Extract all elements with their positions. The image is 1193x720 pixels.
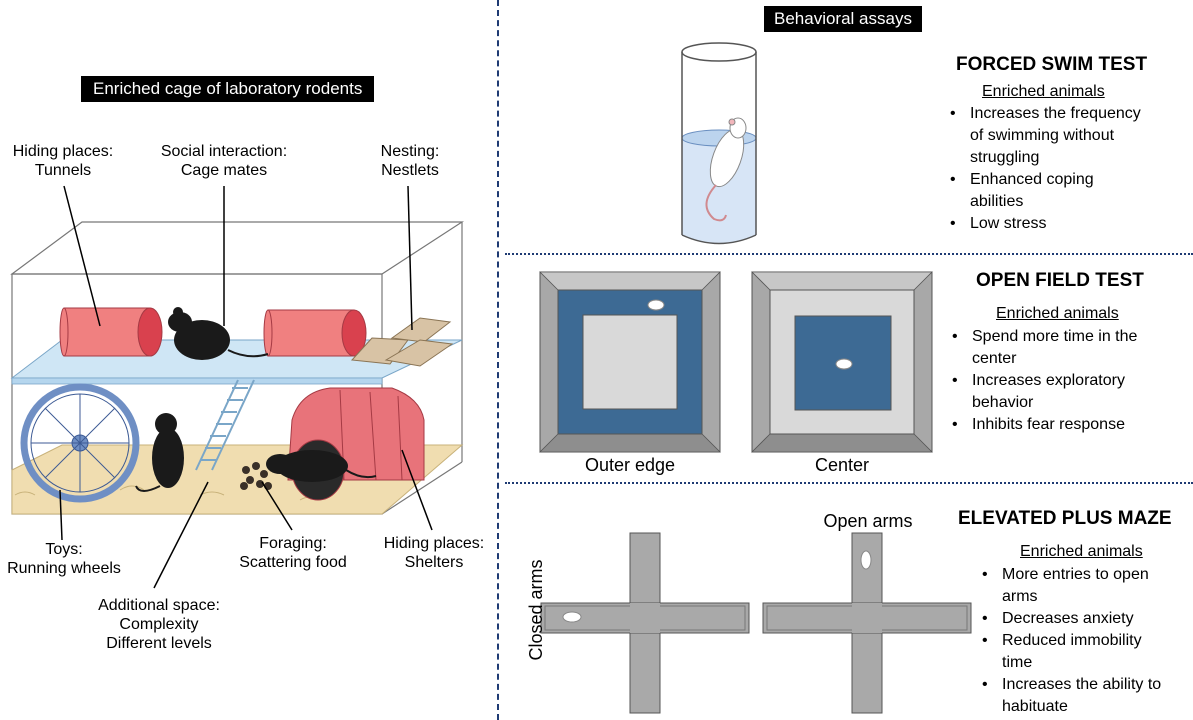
callout-lines xyxy=(59,185,433,589)
tunnel-left xyxy=(59,307,163,357)
label-space-line1: Additional space: xyxy=(98,597,220,614)
label-space-line3: Different levels xyxy=(106,635,212,652)
label-space-line2: Complexity xyxy=(119,616,199,633)
open-field-findings: Spend more time in the center Increases e… xyxy=(946,326,1137,436)
forced-swim-bullet-3-text: Low stress xyxy=(970,215,1047,232)
open-field-bullet-1-text-2: center xyxy=(972,350,1017,367)
forced-swim-subtitle: Enriched animals xyxy=(982,83,1105,100)
forced-swim-bullet-2-text-2: abilities xyxy=(970,193,1024,210)
open-field-arena-outer-edge xyxy=(539,271,721,453)
plus-maze-bullet-4-text-2: habituate xyxy=(1002,698,1068,715)
label-social-line1: Social interaction: xyxy=(160,143,288,160)
plus-maze-bullet-1: More entries to open arms xyxy=(976,564,1161,608)
divider-swim-openfield xyxy=(505,253,1193,255)
plus-maze-title: ELEVATED PLUS MAZE xyxy=(958,508,1172,529)
label-shelters-line2: Shelters xyxy=(404,554,464,571)
open-field-bullet-3: Inhibits fear response xyxy=(946,414,1137,436)
open-arms-label: Open arms xyxy=(823,511,913,531)
label-hiding-shelters: Hiding places: Shelters xyxy=(378,534,490,572)
foraging-mouse xyxy=(266,450,377,482)
label-hiding-tunnels: Hiding places: Tunnels xyxy=(8,142,118,180)
label-foraging-line2: Scattering food xyxy=(239,554,347,571)
label-shelters-line1: Hiding places: xyxy=(383,535,485,552)
vertical-divider xyxy=(497,0,499,720)
label-social-interaction: Social interaction: Cage mates xyxy=(150,142,298,180)
forced-swim-bullet-1-text-3: struggling xyxy=(970,149,1040,166)
label-nesting: Nesting: Nestlets xyxy=(370,142,450,180)
open-field-bullet-2-text-2: behavior xyxy=(972,394,1034,411)
behavioral-assays-banner: Behavioral assays xyxy=(764,6,922,32)
swimming-mouse xyxy=(705,117,747,222)
caption-outer-edge: Outer edge xyxy=(584,455,676,475)
forced-swim-title: FORCED SWIM TEST xyxy=(956,54,1148,75)
caption-center: Center xyxy=(814,455,870,475)
forced-swim-bullet-1: Increases the frequency of swimming witho… xyxy=(944,103,1141,169)
plus-maze-bullet-3-text: Reduced immobility xyxy=(1002,632,1142,649)
enriched-cage-illustration xyxy=(10,185,465,589)
swim-cylinder xyxy=(681,42,757,245)
label-foraging-line1: Foraging: xyxy=(259,535,327,552)
forced-swim-bullet-3: Low stress xyxy=(944,213,1141,235)
forced-swim-bullet-2: Enhanced coping abilities xyxy=(944,169,1141,213)
forced-swim-bullet-1-text-2: of swimming without xyxy=(970,127,1115,144)
forced-swim-bullet-1-text: Increases the frequency xyxy=(970,105,1141,122)
label-hiding-tunnels-line2: Tunnels xyxy=(34,162,92,179)
label-social-line2: Cage mates xyxy=(180,162,268,179)
standing-mouse xyxy=(135,413,184,492)
label-toys-line2: Running wheels xyxy=(7,560,121,577)
plus-maze-bullet-1-text: More entries to open xyxy=(1002,566,1149,583)
plus-maze-findings: More entries to open arms Decreases anxie… xyxy=(976,564,1161,718)
open-field-bullet-1-text: Spend more time in the xyxy=(972,328,1138,345)
plus-maze-bullet-2: Decreases anxiety xyxy=(976,608,1161,630)
plus-maze-bullet-2-text: Decreases anxiety xyxy=(1002,610,1134,627)
tunnel-right xyxy=(263,309,367,357)
forced-swim-findings: Increases the frequency of swimming witho… xyxy=(944,103,1141,235)
label-nesting-line1: Nesting: xyxy=(380,143,440,160)
label-additional-space: Additional space: Complexity Different l… xyxy=(84,596,234,653)
open-field-arena-center xyxy=(751,271,933,453)
open-field-bullet-1: Spend more time in the center xyxy=(946,326,1137,370)
plus-maze-subtitle: Enriched animals xyxy=(1020,543,1143,560)
cage-mate-mouse-upper xyxy=(168,307,269,360)
nestlets xyxy=(350,317,454,367)
open-field-bullet-3-text: Inhibits fear response xyxy=(972,416,1125,433)
open-field-bullet-2: Increases exploratory behavior xyxy=(946,370,1137,414)
plus-maze-closed-arms xyxy=(540,532,750,714)
plus-maze-bullet-4: Increases the ability to habituate xyxy=(976,674,1161,718)
plus-maze-open-arms xyxy=(762,532,972,714)
label-nesting-line2: Nestlets xyxy=(381,162,439,179)
divider-openfield-plusmaze xyxy=(505,482,1193,484)
label-hiding-tunnels-line1: Hiding places: xyxy=(12,143,114,160)
running-wheel xyxy=(20,383,140,503)
label-foraging: Foraging: Scattering food xyxy=(228,534,358,572)
open-field-title: OPEN FIELD TEST xyxy=(976,270,1144,291)
plus-maze-bullet-3: Reduced immobility time xyxy=(976,630,1161,674)
plus-maze-bullet-1-text-2: arms xyxy=(1002,588,1038,605)
label-toys: Toys: Running wheels xyxy=(4,540,124,578)
open-field-subtitle: Enriched animals xyxy=(996,305,1119,322)
forced-swim-bullet-2-text: Enhanced coping xyxy=(970,171,1094,188)
label-toys-line1: Toys: xyxy=(45,541,83,558)
open-field-bullet-2-text: Increases exploratory xyxy=(972,372,1125,389)
enriched-cage-banner: Enriched cage of laboratory rodents xyxy=(81,76,375,102)
plus-maze-bullet-4-text: Increases the ability to xyxy=(1002,676,1162,693)
ladder xyxy=(195,379,255,471)
closed-arms-label: Closed arms xyxy=(526,559,546,661)
plus-maze-bullet-3-text-2: time xyxy=(1002,654,1033,671)
